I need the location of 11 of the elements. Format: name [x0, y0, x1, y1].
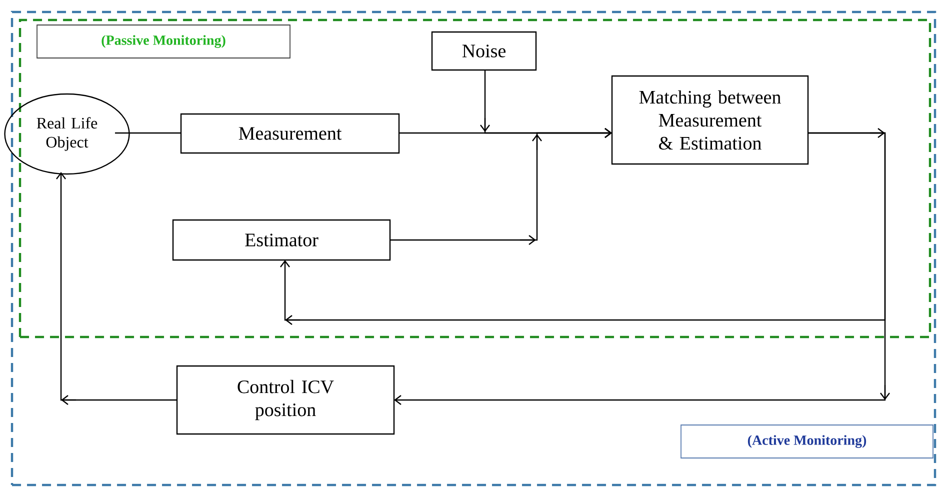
arrow — [280, 128, 886, 325]
arrow — [56, 172, 177, 405]
region-heading: (Active Monitoring) — [680, 424, 934, 458]
process-box: Control ICV position — [176, 365, 395, 435]
process-box: Noise — [431, 31, 537, 71]
process-box: Estimator — [172, 219, 391, 261]
process-box: Measurement — [180, 113, 400, 154]
region-heading: (Passive Monitoring) — [36, 24, 290, 58]
arrow — [390, 128, 612, 245]
arrow — [394, 132, 890, 405]
process-box: Matching between Measurement & Estimation — [611, 75, 809, 165]
